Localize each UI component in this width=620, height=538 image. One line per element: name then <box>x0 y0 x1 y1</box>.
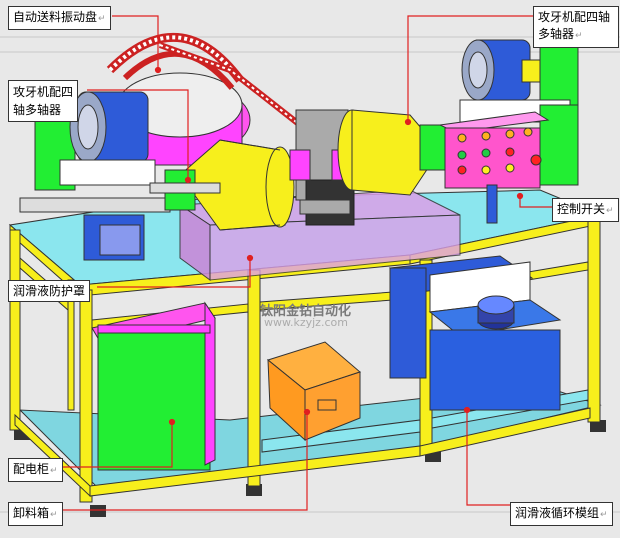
label-lubricant-guard-text: 润滑液防护罩 <box>13 284 86 298</box>
label-distribution-cabinet-text: 配电柜 <box>13 462 50 476</box>
distribution-cabinet <box>91 301 216 471</box>
label-control-switch-text: 控制开关 <box>557 202 606 216</box>
paragraph-mark: ↵ <box>600 510 608 520</box>
label-tapping-right-text: 攻牙机配四轴多轴器 <box>538 10 611 41</box>
label-unload-box-text: 卸料箱 <box>13 506 50 520</box>
label-vibrating-feeder-text: 自动送料振动盘 <box>13 10 98 24</box>
paragraph-mark: ↵ <box>575 31 583 41</box>
watermark-url: www.kzyjz.com <box>264 316 348 329</box>
paragraph-mark: ↵ <box>98 14 106 24</box>
label-tapping-left: 攻牙机配四 轴多轴器 <box>8 80 79 122</box>
label-lubricant-guard: 润滑液防护罩 <box>8 280 91 302</box>
label-vibrating-feeder: 自动送料振动盘↵ <box>8 6 111 30</box>
unload-box <box>266 341 362 442</box>
watermark-name: 钛阳金钻自动化 <box>260 304 352 319</box>
paragraph-mark: ↵ <box>606 206 614 216</box>
label-distribution-cabinet: 配电柜↵ <box>8 458 63 482</box>
control-panel <box>438 111 550 224</box>
lubricant-module <box>388 255 562 411</box>
left-spindle-head <box>164 139 295 231</box>
label-control-switch: 控制开关↵ <box>552 198 619 222</box>
label-lubricant-module: 润滑液循环模组↵ <box>510 502 613 526</box>
label-tapping-left-line1: 攻牙机配四 <box>13 85 74 99</box>
label-tapping-right: 攻牙机配四轴多轴器↵ <box>533 6 619 48</box>
paragraph-mark: ↵ <box>50 510 58 520</box>
label-tapping-left-line2: 轴多轴器 <box>13 103 62 117</box>
paragraph-mark: ↵ <box>50 466 58 476</box>
label-lubricant-module-text: 润滑液循环模组 <box>515 506 600 520</box>
leader-lines <box>62 15 555 511</box>
label-unload-box: 卸料箱↵ <box>8 502 63 526</box>
